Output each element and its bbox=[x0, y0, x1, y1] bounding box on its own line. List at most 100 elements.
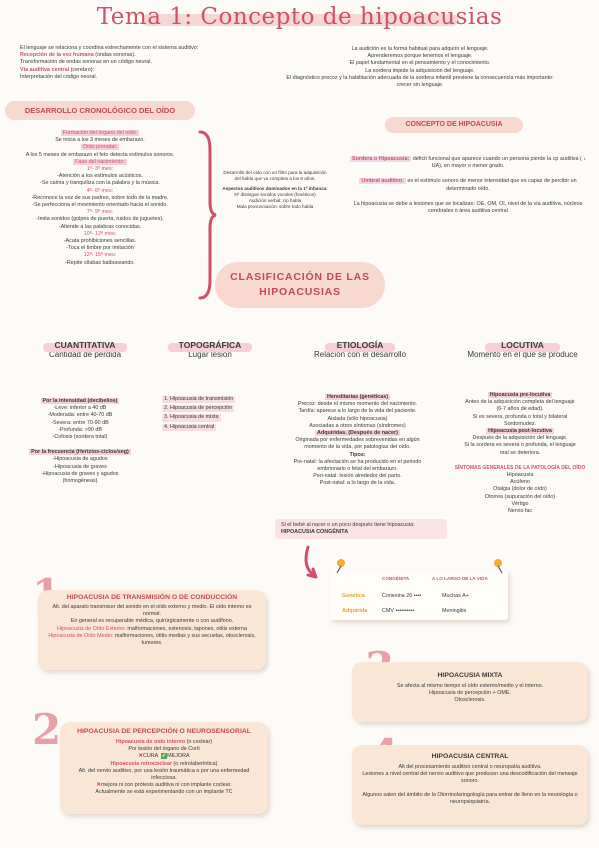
desarrollo-item: 4º- 6º mes: bbox=[86, 187, 114, 194]
box-title: HIPOACUSIA DE TRANSMISIÓN O DE CONDUCCIÓ… bbox=[66, 594, 238, 601]
box-line: Actualmente se está experimentando con u… bbox=[95, 789, 233, 796]
intro-line: El lenguaje se relaciona y coordina estr… bbox=[20, 45, 199, 51]
box-line: Hipoacusia de oído interno (o coclear) bbox=[115, 739, 213, 745]
cuant-heading: Por la intensidad (decibelios) bbox=[40, 398, 120, 404]
box-body: Alt. del aparato transmisor del sonido e… bbox=[38, 601, 266, 650]
congenita-label: HIPOACUSIA CONGÉNITA bbox=[281, 529, 349, 536]
intro-term: Recepción de la voz humana bbox=[20, 52, 94, 59]
desarrollo-item: Se inicia a los 3 meses de embarazo. bbox=[55, 137, 145, 144]
locu-item: Si es severa, profunda o total y bilater… bbox=[472, 413, 568, 420]
side-note-line: Desarrollo del oído con un filtro para l… bbox=[223, 170, 327, 175]
cat-title: CUANTITATIVA bbox=[54, 340, 116, 350]
cat-subtitle: Cantidad de pérdida bbox=[48, 350, 122, 359]
cross-icon: ✕ bbox=[96, 782, 101, 789]
box-line: Algunos salen del ámbito de la Otorrinol… bbox=[362, 791, 578, 805]
desarrollo-item: -Acata prohibiciones sencillas. bbox=[63, 238, 137, 245]
side-note-line: Audición verbal: cip habla bbox=[248, 198, 302, 203]
topo-item: 3. Hipoacusia de mixta bbox=[162, 414, 221, 422]
locu-item: Después de la adquisición del lenguaje. bbox=[472, 435, 568, 442]
intro-text: (ondas sonoras). bbox=[93, 52, 136, 59]
desarrollo-item: -Imita sonidos (golpes de puerta, ruidos… bbox=[36, 216, 164, 223]
intro-right-line: La audición es la forma habitual para ad… bbox=[351, 46, 489, 52]
box-line: Por lesión del órgano de Corti bbox=[128, 746, 200, 753]
box-title: HIPOACUSIA DE PERCEPCIÓN O NEUROSENSORIA… bbox=[77, 728, 251, 735]
desarrollo-item: 7º- 9º mes: bbox=[86, 209, 114, 216]
desarrollo-item: A los 5 meses de embarazo el feto detect… bbox=[25, 151, 175, 158]
locu-item: (6-7 años de edad). bbox=[496, 406, 544, 413]
title-highlight bbox=[142, 14, 458, 26]
etio-item: Pre-natal: la afectación se ha producido… bbox=[293, 458, 422, 465]
congenita-note: Si el bebé al nacer o un poco después ti… bbox=[275, 519, 447, 540]
cuant-item: -Severa: entre 70-90 dB bbox=[51, 419, 109, 426]
sintoma-item: Otorrea (supuración del oído) bbox=[484, 493, 556, 500]
table-cell: Conexina 26 •••• bbox=[382, 593, 422, 599]
topo-item: 1. Hipoacusia de transmisión bbox=[162, 396, 236, 404]
desarrollo-list: Formación del órgano del oído: Se inicia… bbox=[0, 130, 200, 267]
cat-subtitle: Momento en el que se produce bbox=[467, 350, 578, 359]
intro-right: La audición es la forma habitual para ad… bbox=[250, 46, 590, 89]
cuant-item: -Moderada: entre 40-70 dB bbox=[47, 412, 113, 419]
cat-highlight bbox=[485, 343, 560, 352]
box-line: Hipoacusia de percepción + OME. bbox=[429, 690, 511, 697]
cat-highlight bbox=[43, 343, 127, 352]
cuant-item: -Hipoacusia de graves bbox=[53, 463, 107, 470]
box-body: Se afecta al mismo tiempo el oído extern… bbox=[352, 679, 588, 709]
desarrollo-item: -Toca el timbre por imitación bbox=[66, 245, 134, 252]
locu-item: Antes de la adquisición completa del len… bbox=[465, 399, 575, 406]
box-line: Hipoacusia de Oído Externo: malformacion… bbox=[57, 625, 247, 632]
side-note-line: Nº distingue sonidos vocales (fonéticos) bbox=[234, 192, 316, 197]
sintoma-item: Otalgia (dolor de oído) bbox=[493, 486, 547, 493]
cat-topografica: TOPOGRÁFICA Lugar lesión bbox=[160, 340, 260, 359]
desarrollo-side-note: Desarrollo del oído con un filtro para l… bbox=[215, 170, 335, 210]
congenita-line: Si el bebé al nacer o un poco después ti… bbox=[281, 522, 415, 528]
table-col-header: CONGÉNITA bbox=[382, 576, 410, 581]
etio-item: momento de la vida, por patologías del o… bbox=[304, 444, 411, 451]
etiologia-content: Hereditarias (genéticas) Precoz: desde e… bbox=[275, 394, 440, 488]
etio-item: Asociadas a otros síntomas (síndromes) bbox=[309, 422, 406, 429]
locutiva-content: Hipoacusia pre-locutiva Antes de la adqu… bbox=[445, 392, 595, 515]
table-cell: Meningitis bbox=[442, 608, 467, 614]
concepto-p1: Sordera o Hipoacusia: déficit funcional … bbox=[350, 156, 586, 170]
intro-right-line: crecer sin lenguaje. bbox=[396, 82, 444, 89]
cat-etiologia: ETIOLOGÍA Relación con el desarrollo bbox=[295, 340, 425, 359]
etio-item: Aislada (sólo hipoacusia) bbox=[327, 415, 388, 422]
desarrollo-item: 12º- 15º mes: bbox=[83, 252, 117, 259]
box-percepcion: HIPOACUSIA DE PERCEPCIÓN O NEUROSENSORIA… bbox=[60, 722, 268, 814]
sintoma-item: Vértigo bbox=[511, 500, 529, 507]
cat-locutiva: LOCUTIVA Momento en el que se produce bbox=[455, 340, 590, 359]
box-line: Alt. del aparato transmisor del sonido e… bbox=[52, 604, 252, 618]
sintoma-item: Nervio fac bbox=[507, 508, 533, 515]
cuantitativa-content: Por la intensidad (decibelios) -Leve: in… bbox=[10, 398, 150, 485]
cat-subtitle: Relación con el desarrollo bbox=[313, 350, 407, 359]
concepto-title: CONCEPTO DE HIPOACUSIA bbox=[385, 117, 523, 133]
check-icon: ✔ bbox=[160, 753, 168, 760]
sintoma-item: Hipoacusia bbox=[506, 472, 534, 479]
table-row-label: Genética bbox=[342, 593, 365, 599]
locu-item: Si la sordera es severa o profunda, el l… bbox=[464, 442, 576, 449]
intro-right-line: El diagnóstico precoz y la habilitación … bbox=[286, 74, 554, 81]
etio-item: Originada por enfermedades sobrevenidas … bbox=[295, 437, 420, 444]
sintoma-item: Acúfeno bbox=[510, 479, 530, 486]
cuant-item: -Hipoacusia de agudos bbox=[52, 456, 108, 463]
topo-item: 2. Hipoacusia de percepción bbox=[162, 405, 235, 413]
box-line: Otosclerosis. bbox=[454, 697, 486, 704]
intro-line: Interpretación del código neural. bbox=[20, 73, 98, 80]
box-line: ✕mejora ni con prótesis auditiva ni con … bbox=[96, 782, 232, 789]
cuant-item: -Profunda: >90 dB bbox=[58, 426, 102, 433]
intro-right-line: Aprenderemos porque tenemos el lenguaje. bbox=[367, 53, 473, 60]
cuant-item: -Hipoacusia de graves y agudos bbox=[41, 470, 119, 477]
cuant-item: (homogéneas) bbox=[62, 478, 98, 485]
desarrollo-item: Fase del nacimiento: bbox=[73, 158, 127, 165]
intro-line: Vía auditiva central (cerebro): bbox=[20, 67, 280, 74]
pin-icon bbox=[336, 559, 345, 574]
box-line: En general es recuperable médica, quirúr… bbox=[70, 618, 234, 625]
box-title: HIPOACUSIA MIXTA bbox=[437, 672, 503, 679]
cuant-item: -Leve: inferior a 40 dB bbox=[53, 405, 107, 412]
box-line: Hipoacusia retrococlear (o retrolaberínt… bbox=[110, 760, 218, 767]
cat-highlight bbox=[168, 343, 252, 352]
table-cell: CMV •••••••••• bbox=[382, 608, 415, 614]
number-two: 2 bbox=[32, 705, 62, 754]
desarrollo-item: Formación del órgano del oído: bbox=[60, 130, 140, 136]
desarrollo-item: Oído prenatal: bbox=[80, 144, 120, 151]
locu-heading: Hipoacusia pre-locutiva bbox=[487, 392, 553, 398]
